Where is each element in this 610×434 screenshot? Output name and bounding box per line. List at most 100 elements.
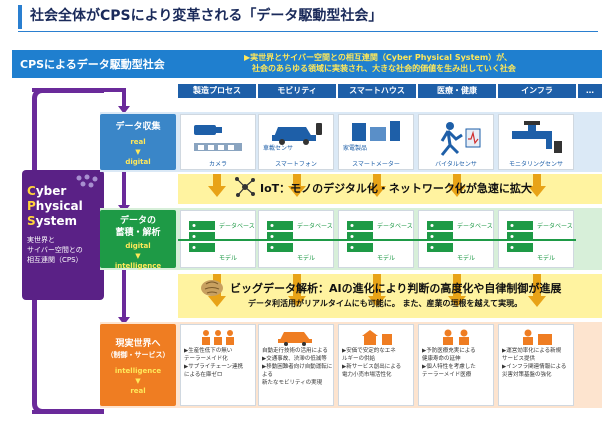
real-cell-mobility: 自動走行技術の活用による ▶交通事故、渋滞の低減等 ▶移動困難者向け自動運転によ… [258,324,334,406]
sub-header-desc-line2: 社会のあらゆる領域に実装され、大きな社会的価値を生み出していく社会 [252,64,516,73]
cps-rest-hysical: hysical [35,199,83,213]
analyze-db-label-4: データベース [457,223,493,230]
real-text-healthcare-2: 健康寿命の延伸 [422,356,461,362]
real-text-healthcare-3: ▶個人特性を考慮した [422,364,476,370]
collect-caption-vital-sensor: バイタルセンサ [435,161,477,168]
iot-arrow-stem-2 [293,174,301,186]
cps-arrow-stem-2 [122,165,126,207]
analyze-tag-intelligence: intelligence [114,262,162,270]
cps-arrow-stem-3 [122,264,126,319]
real-text-smart-house-1: ▶安価で安定的なエネ [342,348,396,354]
doctor-icon [443,329,469,345]
bigdata-text-main: ビッグデータ解析：AIの進化により判断の高度化や自律制御が進展 [230,282,562,295]
collect-caption-smart-meter: スマートメーター [352,161,400,168]
real-label-main1: 現実世界へ [115,339,161,349]
iot-arrow-1 [208,186,226,197]
bigdata-arrow-stem-5 [533,274,541,296]
server-icon [267,221,293,252]
sector-header-smart-house: スマートハウス [338,84,416,98]
sub-header-desc-line1: ▶実世界とサイバー空間との相互連関（Cyber Physical System）… [244,53,512,62]
cps-loop-bottom [32,410,102,414]
cps-arrow-down-1 [118,106,130,114]
sector-header-manufacturing: 製造プロセス [178,84,256,98]
analyze-model-label-5: モデル [537,255,556,262]
car-sensor-icon [272,123,322,145]
sector-header-mobility: モビリティ [258,84,336,98]
analyze-model-label-4: モデル [457,255,476,262]
real-cell-infrastructure: ▶運営効率化による新規 サービス提供 ▶インフラ関連情報による 災害対策基盤の強… [498,324,574,406]
collect-caption-camera: カメラ [208,161,227,168]
cps-cap-c: C [27,184,36,198]
bigdata-arrow-5 [528,296,546,307]
real-cell-manufacturing: ▶生産性低下の無い テーラーメイド化 ▶サプライチェーン連携 による在庫ゼロ [180,324,256,406]
worker-icon [523,329,552,345]
iot-arrow-stem-3 [373,174,381,186]
real-text-infrastructure-4: 災害対策基盤の強化 [502,372,552,378]
real-text-smart-house-3: ▶新サービス創出による [342,364,402,370]
cps-rest-ystem: ystem [35,214,77,228]
real-text-smart-house: ▶安価で安定的なエネ ルギーの供給 ▶新サービス創出による 電力小売市場活性化 [342,347,401,379]
cps-cap-s: S [27,214,36,228]
analyze-model-label-1: モデル [219,255,238,262]
real-text-healthcare: ▶予防医療充実による 健康寿命の延伸 ▶個人特性を考慮した テーラーメイド医療 [422,347,476,379]
bigdata-arrow-4 [448,296,466,307]
collect-caption-smartphone: スマートフォン [275,161,317,168]
collect-tag-digital: digital [125,158,151,166]
cps-desc-line3: 相互連関（CPS） [27,256,83,264]
sector-header-healthcare: 医療・健康 [418,84,496,98]
cps-word-physical: Physical [27,199,99,214]
cps-rest-yber: yber [35,184,67,198]
sector-header-infrastructure: インフラ [498,84,576,98]
real-text-mobility-2: ▶交通事故、渋滞の低減等 [262,356,327,362]
real-text-infrastructure-2: サービス提供 [502,356,536,362]
cps-word-cyber: Cyber [27,184,99,199]
real-text-manufacturing: ▶生産性低下の無い テーラーメイド化 ▶サプライチェーン連携 による在庫ゼロ [184,347,243,379]
real-text-mobility: 自動走行技術の活用による ▶交通事故、渋滞の低減等 ▶移動困難者向け自動運転によ… [262,347,333,387]
analyze-db-label-3: データベース [377,223,413,230]
real-tag-arrow: ▼ [135,377,141,385]
collect-cell-smart-meter: 家電製品 スマートメーター [338,114,414,170]
analyze-tag-arrow: ▼ [135,252,141,260]
collect-cell-camera: カメラ [180,114,256,170]
collect-sublabel-car-sensor: 車載センサ [263,145,294,152]
collect-label: データ収集 real ▼ digital [100,114,176,170]
iot-text: IoT：モノのデジタル化・ネットワーク化が急速に拡大 [260,182,532,195]
server-icon [507,221,533,252]
real-cell-healthcare: ▶予防医療充実による 健康寿命の延伸 ▶個人特性を考慮した テーラーメイド医療 [418,324,494,406]
real-tag-real: real [130,387,146,395]
cps-box: Cyber Physical System 実世界と サイバー空間との 相互連関… [22,170,104,300]
analyze-db-label-2: データベース [297,223,333,230]
iot-arrow-2 [288,186,306,197]
collect-tag-arrow: ▼ [135,148,141,156]
real-text-mobility-4: 新たなモビリティの実現 [262,380,323,386]
bigdata-arrow-stem-4 [453,274,461,296]
server-icon [427,221,453,252]
bigdata-arrow-3 [368,296,386,307]
collect-label-main: データ収集 [115,122,161,132]
analyze-model-label-3: モデル [377,255,396,262]
real-text-manufacturing-2: テーラーメイド化 [184,356,228,362]
analyze-label-main1: データの [119,216,156,226]
network-icon [235,177,255,197]
analyze-tag-digital: digital [125,242,151,250]
real-cell-smart-house: ▶安価で安定的なエネ ルギーの供給 ▶新サービス創出による 電力小売市場活性化 [338,324,414,406]
cps-desc-line2: サイバー空間との [27,246,83,254]
collect-cell-smartphone: 車載センサ スマートフォン [258,114,334,170]
sub-header-title: CPSによるデータ駆動型社会 [20,58,165,71]
real-text-infrastructure-1: ▶運営効率化による新規 [502,348,562,354]
real-text-healthcare-4: テーラーメイド医療 [422,372,472,378]
iot-arrow-4 [448,186,466,197]
page-title: 社会全体がCPSにより変革される「データ駆動型社会」 [18,5,598,29]
analyze-db-label-1: データベース [219,223,255,230]
analyze-label: データの 蓄積・解析 digital ▼ intelligence [100,210,176,270]
real-text-infrastructure: ▶運営効率化による新規 サービス提供 ▶インフラ関連情報による 災害対策基盤の強… [502,347,566,379]
running-person-icon [440,122,481,156]
home-appliance-icon [352,121,400,141]
server-icon [189,221,215,252]
real-label-main2: （制御・サービス） [106,351,170,359]
sector-header-more: … [578,84,602,98]
real-text-infrastructure-3: ▶インフラ関連情報による [502,364,567,370]
server-icon [347,221,373,252]
real-text-smart-house-2: ルギーの供給 [342,356,376,362]
house-icon [362,330,392,345]
